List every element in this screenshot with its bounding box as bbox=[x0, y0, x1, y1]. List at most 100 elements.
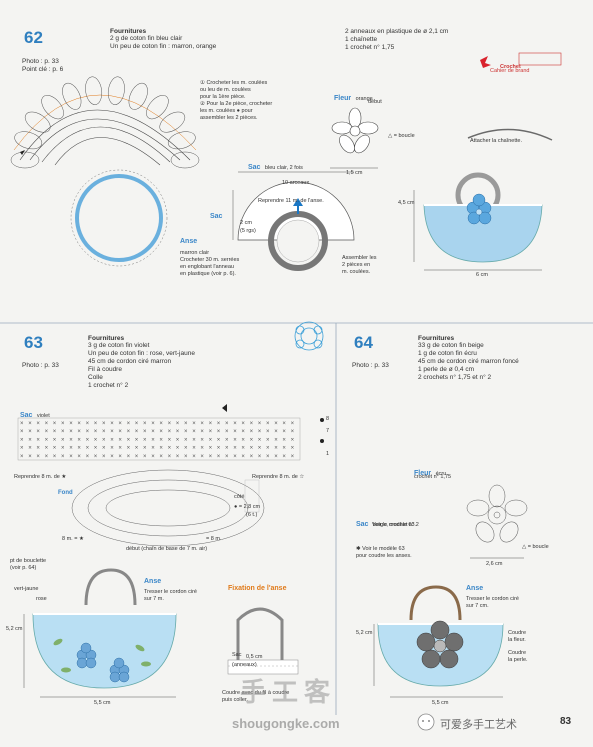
supply-item: 2 crochets n° 1,75 et n° 2 bbox=[418, 374, 492, 381]
eight-m-left: 8 m. = ★ bbox=[62, 536, 84, 542]
coudre-perle-64: Coudre la perle. bbox=[508, 650, 528, 664]
stitch-x: × bbox=[69, 421, 73, 427]
assembler-line: Assembler les bbox=[342, 255, 377, 261]
stitch-x: × bbox=[225, 437, 229, 443]
photo-ref-63: Photo : p. 33 bbox=[22, 362, 59, 369]
stitch-x: × bbox=[291, 446, 295, 452]
stitch-x: × bbox=[151, 437, 155, 443]
dim-6: 6 cm bbox=[476, 272, 488, 278]
dim-15: 1,5 cm bbox=[346, 170, 363, 176]
stitch-x: × bbox=[168, 429, 172, 435]
stitch-x: × bbox=[86, 446, 90, 452]
debut-63: début (chaîn de base de 7 m. air) bbox=[126, 546, 208, 552]
stitch-x: × bbox=[61, 446, 65, 452]
fan-loop bbox=[107, 76, 125, 105]
row-num: 8 bbox=[326, 416, 330, 422]
stitch-x: × bbox=[159, 421, 163, 427]
stitch-x: × bbox=[135, 421, 139, 427]
coudre-line: la perle. bbox=[508, 657, 528, 663]
stitch-x: × bbox=[143, 446, 147, 452]
stitch-x: × bbox=[135, 454, 139, 460]
cote-63: côté bbox=[234, 494, 245, 500]
photo-ref-62: Photo : p. 33 bbox=[22, 58, 59, 65]
anse-line: marron clair bbox=[180, 250, 210, 256]
stitch-x: × bbox=[233, 421, 237, 427]
stitch-x: × bbox=[209, 454, 213, 460]
bag-63-flowers bbox=[76, 642, 130, 683]
supply-item: 3 g de coton fin violet bbox=[88, 342, 150, 349]
supply-item: 1 perle de ø 0,4 cm bbox=[418, 366, 474, 373]
stitch-x: × bbox=[250, 437, 254, 443]
stitch-x: × bbox=[86, 421, 90, 427]
fan-loop bbox=[41, 95, 64, 120]
sac-label-63: Sac violet bbox=[20, 404, 50, 422]
stitch-x: × bbox=[209, 437, 213, 443]
stitch-x: × bbox=[143, 437, 147, 443]
bag-64 bbox=[377, 623, 504, 687]
stitch-x: × bbox=[118, 429, 122, 435]
model-number-62: 62 bbox=[24, 28, 43, 47]
supply-item: 45 cm de cordon ciré marron foncé bbox=[418, 358, 519, 365]
note-line: ou leu de m. coulées bbox=[200, 87, 251, 93]
stitch-x: × bbox=[274, 446, 278, 452]
attacher-62: Attacher la chaînette. bbox=[470, 138, 522, 144]
stitch-x: × bbox=[274, 421, 278, 427]
stitch-x: × bbox=[61, 429, 65, 435]
stitch-x: × bbox=[209, 421, 213, 427]
grid-63-row-markers bbox=[320, 418, 324, 443]
voir-line: pour coudre les anses. bbox=[356, 553, 412, 559]
stitch-x: × bbox=[77, 446, 81, 452]
stitch-x: × bbox=[184, 454, 188, 460]
stitch-x: × bbox=[127, 446, 131, 452]
stitch-x: × bbox=[168, 454, 172, 460]
stitch-x: × bbox=[102, 429, 106, 435]
fleur-title-64: Fleur bbox=[414, 470, 432, 477]
dim-2cm: 2 cm bbox=[240, 220, 252, 226]
dim-05: 0,5 cm bbox=[246, 654, 263, 660]
coudre-line: Coudre avec du fil à coudre bbox=[222, 690, 290, 696]
stitch-x: × bbox=[151, 429, 155, 435]
stitch-x: × bbox=[266, 429, 270, 435]
stitch-x: × bbox=[258, 454, 262, 460]
stitch-x: × bbox=[250, 421, 254, 427]
supply-item: Colle bbox=[88, 374, 103, 381]
stitch-x: × bbox=[168, 446, 172, 452]
stitch-x: × bbox=[250, 446, 254, 452]
fleur-label-62: Fleur orange bbox=[334, 87, 373, 105]
stitch-x: × bbox=[176, 429, 180, 435]
stitch-x: × bbox=[143, 429, 147, 435]
fan-loop bbox=[159, 111, 186, 133]
model-number-64: 64 bbox=[354, 333, 373, 352]
arceaux: 10 arceaux bbox=[282, 180, 310, 186]
stitch-x: × bbox=[118, 446, 122, 452]
brand-bird-icon bbox=[480, 56, 491, 68]
sac-color-63: violet bbox=[36, 413, 50, 419]
stitch-x: × bbox=[151, 454, 155, 460]
stitch-x: × bbox=[110, 454, 114, 460]
stitch-x: × bbox=[159, 437, 163, 443]
stitch-x: × bbox=[45, 446, 49, 452]
anse-line: Tresser le cordon ciré bbox=[466, 596, 519, 602]
stitch-x: × bbox=[36, 421, 40, 427]
stitch-x: × bbox=[69, 429, 73, 435]
stitch-x: × bbox=[28, 446, 32, 452]
fan-loop bbox=[128, 82, 148, 110]
anse-line: Tresser le cordon ciré bbox=[144, 589, 197, 595]
stitch-x: × bbox=[282, 437, 286, 443]
sac-label-64: Sac beige, crochet n° 2 bbox=[356, 513, 419, 531]
stitch-x: × bbox=[282, 446, 286, 452]
stitch-x: × bbox=[258, 437, 262, 443]
stitch-x: × bbox=[69, 446, 73, 452]
supply-item: 1 crochet n° 2 bbox=[88, 382, 129, 389]
row-num: 7 bbox=[326, 428, 330, 434]
bag-62 bbox=[423, 204, 543, 263]
grid-63-stitches: × × × × × × × × × × × × × × × × × × × × × × × × × × × × × × × × × × × × × × × ×… bbox=[20, 421, 295, 460]
stitch-x: × bbox=[94, 446, 98, 452]
stitch-x: × bbox=[53, 437, 57, 443]
stitch-x: × bbox=[28, 454, 32, 460]
stitch-x: × bbox=[176, 454, 180, 460]
stitch-x: × bbox=[266, 446, 270, 452]
fond-63: Fond bbox=[58, 490, 73, 496]
stitch-x: × bbox=[258, 429, 262, 435]
model-number-63: 63 bbox=[24, 333, 43, 352]
